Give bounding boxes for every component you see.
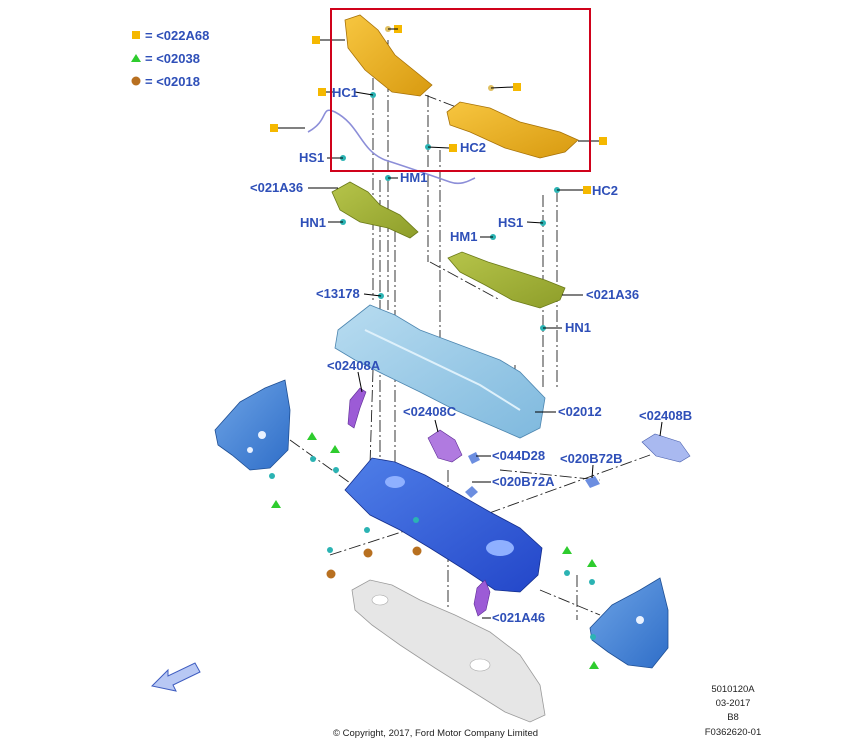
fastener-triangle-icon — [589, 661, 599, 669]
label-hc2-top: HC2 — [460, 140, 486, 155]
fastener-square-icon — [270, 124, 278, 132]
fastener-nut-icon — [585, 476, 600, 488]
fastener-teal-icon — [364, 527, 370, 533]
bracket-021a46[interactable] — [473, 579, 491, 617]
cowl-top-right-panel[interactable] — [446, 101, 579, 159]
fastener-teal-icon — [564, 570, 570, 576]
legend-label-022a68: = <022A68 — [145, 28, 209, 43]
fastener-triangle-icon — [330, 445, 340, 453]
figure-code-3: B8 — [727, 712, 739, 723]
wire-harness — [307, 109, 476, 185]
fastener-square-icon — [583, 186, 591, 194]
label-021a46: <021A46 — [492, 610, 545, 625]
fastener-nut-icon — [465, 486, 478, 498]
label-02408b: <02408B — [639, 408, 692, 423]
label-021a36-left: <021A36 — [250, 180, 303, 195]
cowl-panel-rib — [364, 329, 521, 411]
orientation-arrow-icon — [150, 662, 201, 692]
bracket-02408a[interactable] — [347, 387, 367, 429]
label-13178: <13178 — [316, 286, 360, 301]
fastener-triangle-icon — [271, 500, 281, 508]
label-hm1-top: HM1 — [400, 170, 427, 185]
cowl-panel[interactable] — [334, 304, 546, 439]
fastener-square-icon — [449, 144, 457, 152]
label-hc2-right: HC2 — [592, 183, 618, 198]
fastener-teal-icon — [590, 634, 596, 640]
highlight-box — [330, 8, 591, 172]
cowl-top-panel[interactable] — [344, 14, 579, 159]
bracket-02408b[interactable] — [641, 433, 691, 463]
dash-insulator[interactable] — [351, 579, 546, 723]
callout-labels: HC1 HC2 HC2 HS1 HM1 <021A36 HN1 HS1 HM1 … — [250, 85, 692, 625]
copyright-text: © Copyright, 2017, Ford Motor Company Li… — [333, 728, 538, 739]
fastener-triangle-icon — [587, 559, 597, 567]
legend-square-icon — [132, 31, 140, 39]
dash-panel[interactable] — [344, 457, 543, 593]
cowl-bracket-left[interactable] — [331, 181, 419, 239]
left-side-bracket[interactable] — [214, 379, 291, 471]
label-044d28: <044D28 — [492, 448, 545, 463]
fastener-triangle-icon — [307, 432, 317, 440]
fastener-circle-icon — [363, 548, 373, 558]
cowl-bracket-right[interactable] — [447, 251, 566, 309]
small-brackets[interactable] — [307, 109, 691, 617]
label-hn1-left: HN1 — [300, 215, 326, 230]
right-side-bracket[interactable] — [589, 577, 669, 669]
fastener-triangle-icon — [562, 546, 572, 554]
label-hc1: HC1 — [332, 85, 358, 100]
legend-label-02038: = <02038 — [145, 51, 200, 66]
cowl-reinforcement-brackets[interactable] — [331, 181, 566, 309]
label-02408a: <02408A — [327, 358, 381, 373]
label-020b72a: <020B72A — [492, 474, 555, 489]
figure-code-1: 5010120A — [711, 684, 755, 695]
label-hs1-right: HS1 — [498, 215, 523, 230]
label-02012: <02012 — [558, 404, 602, 419]
label-021a36-right: <021A36 — [586, 287, 639, 302]
label-020b72b: <020B72B — [560, 451, 623, 466]
legend-triangle-icon — [131, 54, 141, 62]
figure-code-4: F0362620-01 — [705, 727, 762, 738]
fastener-teal-icon — [269, 473, 275, 479]
figure-code-2: 03-2017 — [716, 698, 751, 709]
cowl-top-left-panel[interactable] — [344, 14, 433, 97]
label-hn1-right: HN1 — [565, 320, 591, 335]
cowl-panel-body[interactable] — [334, 304, 546, 439]
fastener-teal-icon — [333, 467, 339, 473]
fastener-teal-icon — [327, 547, 333, 553]
bracket-02408c[interactable] — [427, 429, 463, 463]
fastener-teal-icon — [413, 517, 419, 523]
legend: = <022A68 = <02038 = <02018 — [131, 28, 209, 89]
fastener-square-icon — [513, 83, 521, 91]
leader-lines — [278, 28, 663, 619]
legend-label-02018: = <02018 — [145, 74, 200, 89]
fastener-square-icon — [599, 137, 607, 145]
label-hs1-left: HS1 — [299, 150, 324, 165]
label-hm1-mid: HM1 — [450, 229, 477, 244]
legend-circle-icon — [131, 76, 141, 86]
fastener-nut-icon — [468, 452, 480, 464]
fastener-square-icon — [312, 36, 320, 44]
fastener-teal-icon — [310, 456, 316, 462]
fastener-teal-icon — [589, 579, 595, 585]
fastener-circle-icon — [326, 569, 336, 579]
fastener-circle-icon — [412, 546, 422, 556]
fasteners — [269, 25, 607, 669]
fastener-square-icon — [318, 88, 326, 96]
dash-panel-body[interactable] — [344, 457, 543, 593]
label-02408c: <02408C — [403, 404, 457, 419]
